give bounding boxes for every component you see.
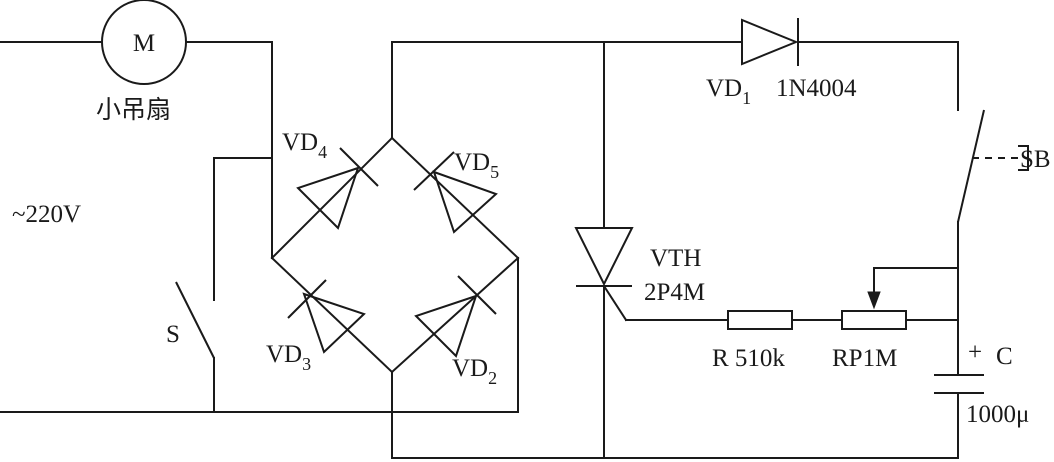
vth-name-label: VTH	[650, 245, 701, 272]
supply-label: ~220V	[12, 201, 81, 228]
diode-vd3	[287, 279, 366, 354]
capacitor-c: + C 1000μ	[934, 339, 1029, 428]
vd1-part-label: 1N4004	[776, 75, 857, 102]
vd3-label: VD3	[266, 341, 311, 374]
motor-symbol: M	[133, 30, 155, 57]
thyristor-vth: VTH 2P4M	[574, 227, 705, 306]
vd2-label: VD2	[452, 355, 497, 388]
diode-vd4	[296, 147, 379, 230]
vd1-label: VD1	[706, 75, 751, 108]
wiper-arrow-icon	[867, 291, 881, 310]
vd4-label: VD4	[282, 129, 327, 162]
switch-s-label: S	[166, 321, 180, 348]
pot-label: RP1M	[832, 345, 897, 372]
switch-s: S	[166, 281, 215, 359]
bridge-rectifier: VD4 VD5 VD3 VD2	[266, 129, 520, 388]
vd5-label: VD5	[454, 149, 499, 182]
wires	[0, 41, 959, 459]
resistor-label: R 510k	[712, 345, 785, 372]
diode-vd5	[413, 151, 498, 234]
sb-label: SB	[1020, 146, 1051, 173]
push-button-sb: SB	[957, 109, 1051, 223]
capacitor-polarity: +	[968, 339, 982, 366]
diode-vd1: VD1 1N4004	[706, 18, 857, 108]
resistor-r: R 510k	[712, 310, 793, 372]
capacitor-name: C	[996, 343, 1013, 370]
motor-label: 小吊扇	[96, 95, 171, 124]
diode-vd2	[414, 275, 497, 358]
motor: M 小吊扇	[96, 0, 187, 124]
motor-circle	[101, 0, 187, 85]
potentiometer-rp: RP1M	[832, 291, 907, 372]
capacitor-value: 1000μ	[966, 401, 1029, 428]
vth-part-label: 2P4M	[644, 279, 705, 306]
